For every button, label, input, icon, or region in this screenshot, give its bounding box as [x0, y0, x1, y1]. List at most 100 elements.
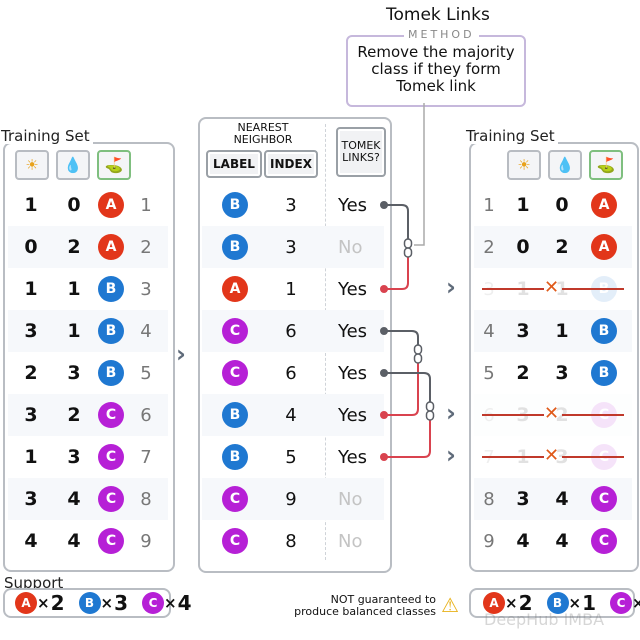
link-node-majority	[380, 327, 388, 335]
tomek-link-status: No	[338, 488, 363, 510]
row-index: 4	[140, 320, 152, 342]
support-count: 1	[582, 591, 596, 615]
badge-cell: A	[582, 192, 626, 218]
support-count: 3	[114, 591, 128, 615]
feature-2-value: 4	[555, 488, 569, 510]
remove-x-icon: ✕	[544, 277, 560, 298]
link-node-majority	[380, 369, 388, 377]
class-badge-c: C	[591, 486, 617, 512]
badge-cell: B	[202, 402, 268, 428]
badge-cell: C	[94, 528, 128, 554]
class-badge-b: B	[222, 234, 248, 260]
feature-1-value: 3	[516, 488, 530, 510]
badge-cell: C	[94, 402, 128, 428]
feature-2-value: 2	[67, 404, 81, 426]
feature-1-value: 4	[24, 530, 38, 552]
feature-1-value: 4	[516, 530, 530, 552]
link-majority-segment	[384, 330, 419, 345]
feature-2-value: 2	[555, 236, 569, 258]
row-index: 6	[140, 404, 152, 426]
link-minority-segment	[384, 420, 431, 458]
badge-cell: B	[94, 318, 128, 344]
diagram-title: Tomek Links	[386, 5, 490, 25]
chevron-right-icon: ›	[446, 441, 456, 469]
support-count: 2	[518, 591, 533, 615]
badge-cell: B	[202, 444, 268, 470]
badge-cell: C	[202, 360, 268, 386]
class-badge-a: A	[222, 276, 248, 302]
strikethrough-line	[482, 414, 544, 416]
warning-icon: ⚠	[441, 593, 459, 617]
row-index: 2	[483, 236, 495, 258]
tomek-link-status: No	[338, 236, 363, 258]
class-badge-c: C	[222, 486, 248, 512]
link-majority-segment	[384, 372, 431, 402]
method-label: METHOD	[404, 28, 479, 41]
class-badge-c: C	[98, 444, 124, 470]
feature-2-value: 3	[555, 362, 569, 384]
row-index: 8	[140, 488, 152, 510]
class-badge-c: C	[222, 318, 248, 344]
badge-cell: B	[202, 192, 268, 218]
neighbor-index: 9	[285, 488, 297, 510]
chevron-right-icon: ›	[446, 273, 456, 301]
chain-link-icon	[425, 401, 435, 421]
badge-cell: C	[582, 528, 626, 554]
feature-1-value: 3	[24, 320, 38, 342]
neighbor-index: 6	[285, 362, 297, 384]
badge-cell: B	[582, 360, 626, 386]
class-badge-a: A	[15, 592, 37, 614]
badge-cell: A	[582, 234, 626, 260]
class-badge-c: C	[98, 528, 124, 554]
class-badge-b: B	[222, 444, 248, 470]
badge-cell: B	[582, 318, 626, 344]
support-count-item: C×3	[610, 591, 640, 615]
support-count-item: A×2	[15, 591, 65, 615]
chevron-right-icon: ›	[446, 399, 456, 427]
neighbor-index: 3	[285, 194, 297, 216]
strikethrough-line	[482, 456, 544, 458]
badge-cell: C	[202, 528, 268, 554]
link-node-minority	[380, 453, 388, 461]
class-badge-a: A	[483, 592, 505, 614]
class-badge-b: B	[98, 360, 124, 386]
method-line: Tomek link	[396, 77, 476, 95]
tomek-link-status: Yes	[338, 404, 368, 426]
row-index: 9	[483, 530, 495, 552]
feature-2-value: 4	[67, 488, 81, 510]
tomek-header-line: TOMEK	[341, 139, 381, 152]
method-connector	[414, 103, 425, 246]
neighbor-index: 6	[285, 320, 297, 342]
class-badge-a: A	[98, 192, 124, 218]
badge-cell: C	[94, 444, 128, 470]
times-sign: ×	[37, 594, 50, 612]
watermark: DeepHub IMBA	[484, 610, 605, 629]
badge-cell: A	[202, 276, 268, 302]
support-count-item: A×2	[483, 591, 533, 615]
feature-2-value: 4	[555, 530, 569, 552]
neighbor-index: 5	[285, 446, 297, 468]
support-label: Support	[4, 575, 67, 591]
feature-1-value: 3	[24, 404, 38, 426]
class-badge-b: B	[546, 592, 569, 614]
feature-1-value: 0	[516, 236, 530, 258]
feature-2-value: 1	[555, 320, 569, 342]
support-count-item: B×3	[78, 591, 128, 615]
times-sign: ×	[100, 594, 114, 612]
link-minority-segment	[384, 256, 409, 290]
right-panel-label: Training Set	[466, 128, 558, 144]
method-description: Remove the majority class if they form T…	[346, 44, 526, 95]
badge-cell: C	[202, 486, 268, 512]
badge-cell: B	[202, 234, 268, 260]
method-line: class if they form	[371, 60, 501, 78]
times-sign: ×	[164, 594, 177, 612]
row-index: 5	[140, 362, 152, 384]
link-majority-segment	[384, 204, 409, 240]
link-node-majority	[380, 201, 388, 209]
